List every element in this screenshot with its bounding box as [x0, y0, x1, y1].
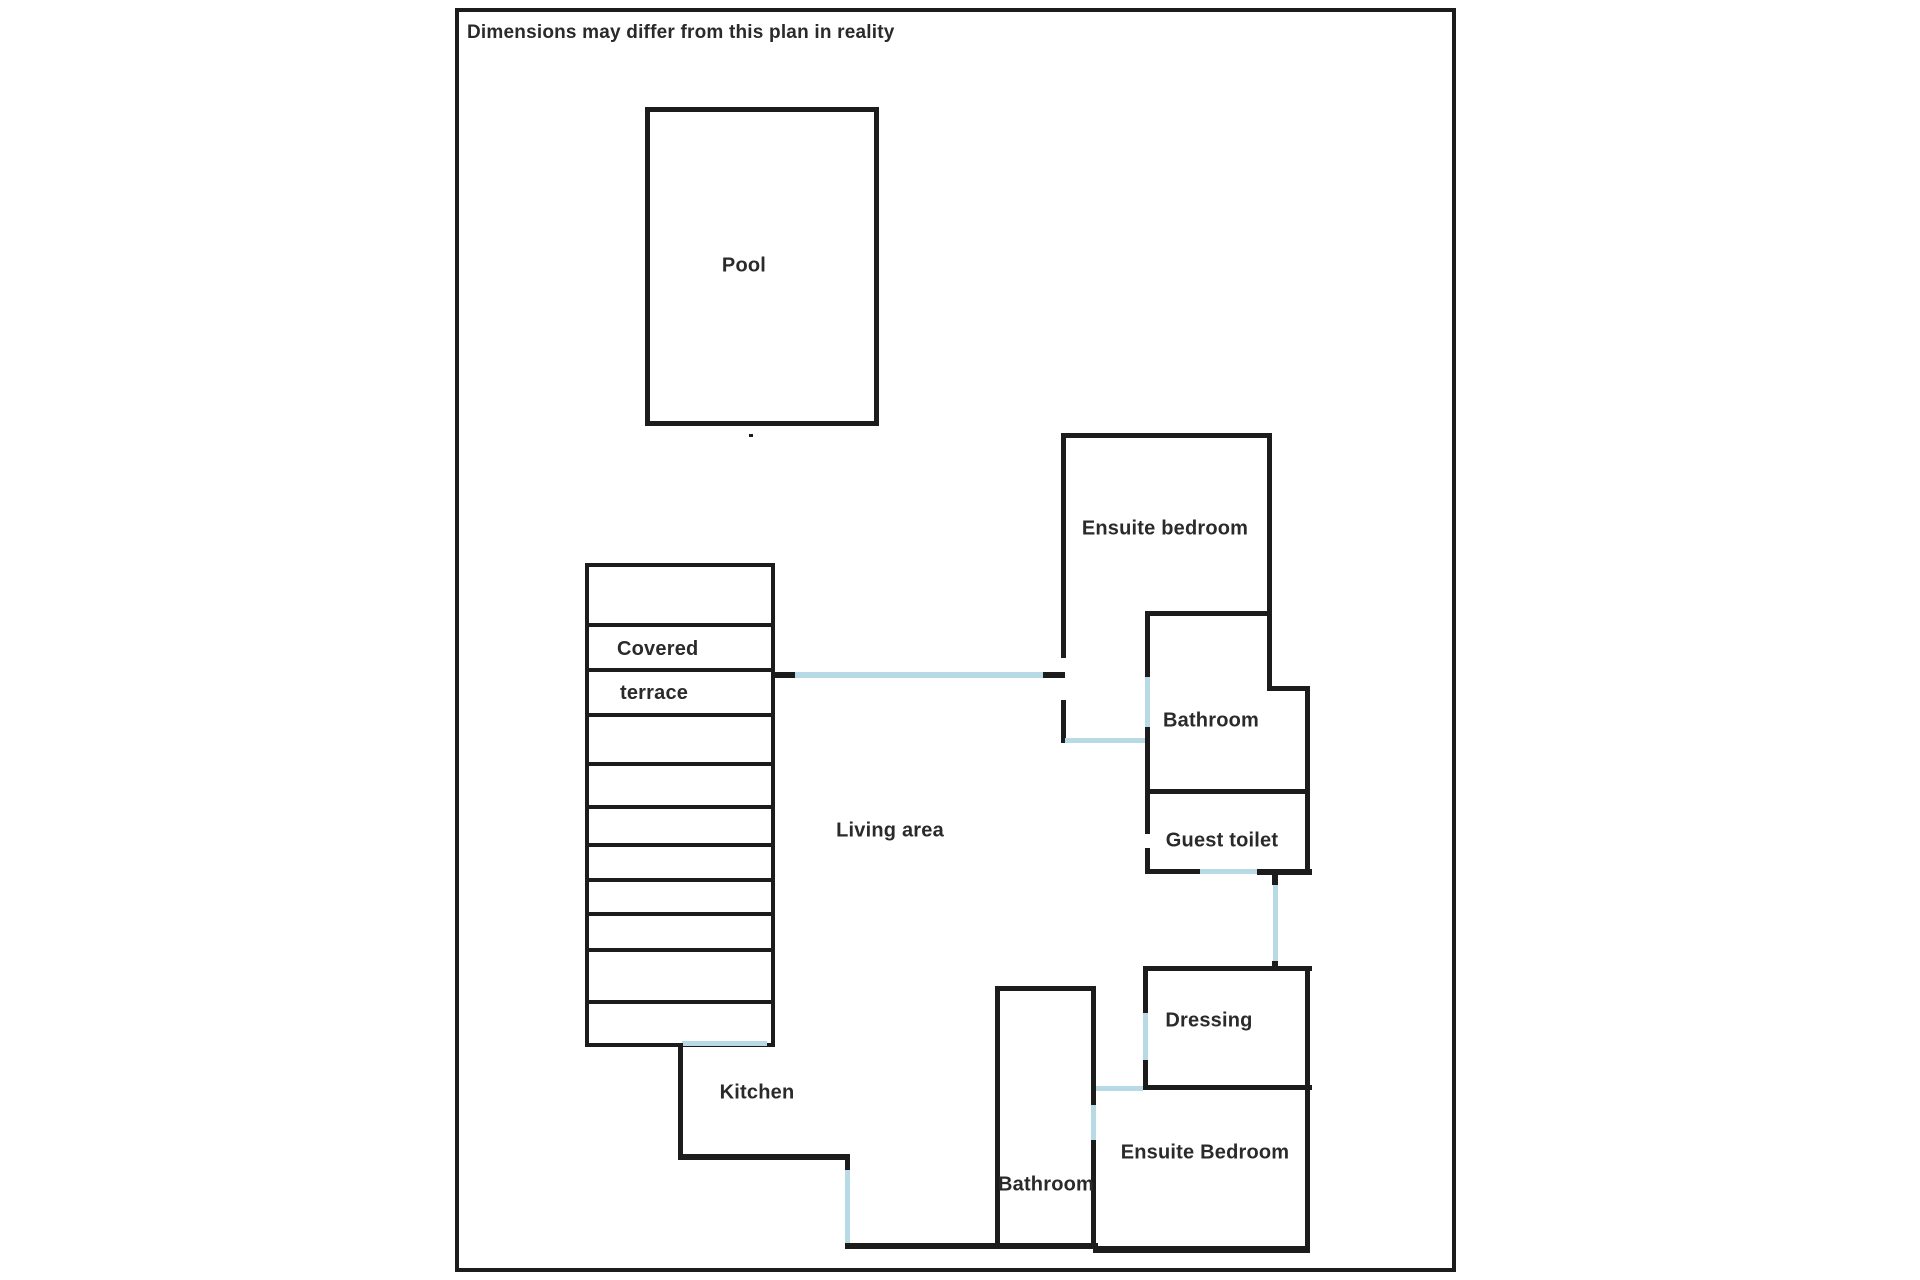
ensuite-bottom-bottom-wall — [1093, 1246, 1310, 1253]
guest-toilet-left-wall-lower — [1145, 848, 1150, 874]
ensuite-top-label: Ensuite bedroom — [1081, 517, 1249, 540]
disclaimer-text: Dimensions may differ from this plan in … — [467, 22, 895, 43]
dressing-bottom-wall — [1143, 1085, 1312, 1090]
ensuite-top-left-wall-upper — [1061, 433, 1066, 658]
corridor2-opening-vertical — [1273, 885, 1278, 963]
terrace-stripe — [589, 912, 771, 916]
bathroom-top-bottom-wall — [1145, 789, 1310, 794]
kitchen-door-opening — [845, 1170, 850, 1243]
ensuite-bottom-door-opening — [1091, 1105, 1096, 1140]
guest-toilet-right-wall — [1305, 794, 1310, 874]
kitchen-step-wall-tick — [845, 1154, 850, 1170]
bathroom-top-label: Bathroom — [1162, 709, 1260, 732]
dressing-left-wall-upper — [1143, 966, 1148, 1013]
bathroom-top-left-wall-upper — [1145, 611, 1150, 677]
terrace-stripe — [589, 948, 771, 952]
ensuite-top-right-wall — [1267, 433, 1272, 691]
corridor2-wall-tick-top — [1272, 874, 1278, 885]
bathroom-bottom-top-wall — [995, 986, 1096, 991]
bathroom-top-top-wall — [1145, 611, 1272, 616]
covered-terrace-label-line2: terrace — [620, 682, 689, 704]
terrace-stripe — [589, 843, 771, 847]
guest-toilet-left-wall-upper — [1145, 794, 1150, 834]
east-wing-right-wall — [1305, 966, 1310, 1253]
corridor-wall-tick-right — [1043, 672, 1065, 678]
bathroom-top-left-wall-lower — [1145, 727, 1150, 793]
dressing-top-wall — [1143, 966, 1312, 971]
kitchen-bottom-wall — [678, 1154, 850, 1160]
guest-toilet-door-opening — [1200, 869, 1257, 874]
bathroom-top-door-opening — [1145, 677, 1150, 727]
terrace-stripe — [589, 805, 771, 809]
guest-toilet-bottom-wall-right — [1257, 869, 1312, 875]
corridor-opening-horizontal — [795, 672, 1043, 678]
bathroom-bottom-right-wall — [1091, 986, 1096, 1087]
ensuite-top-top-wall — [1061, 433, 1272, 438]
ensuite-bottom-left-wall-upper — [1091, 1085, 1096, 1105]
terrace-window-opening — [682, 1041, 767, 1046]
corridor-wall-tick-left — [775, 672, 795, 678]
terrace-stripe — [589, 762, 771, 766]
ensuite-bottom-label: Ensuite Bedroom — [1120, 1141, 1290, 1164]
dressing-door-opening — [1143, 1013, 1148, 1060]
kitchen-left-wall — [678, 1043, 683, 1160]
pool-label: Pool — [721, 254, 767, 277]
covered-terrace-label-line1: Covered — [617, 638, 699, 660]
guest-toilet-bottom-wall-left — [1145, 869, 1200, 874]
bathroom-bottom-connector-opening — [1096, 1086, 1143, 1091]
ensuite-top-left-wall-lower — [1061, 700, 1066, 743]
house-bottom-wall-left — [845, 1243, 1098, 1249]
plan-outer-border — [455, 8, 1456, 1272]
terrace-stripe — [589, 713, 771, 717]
terrace-stripe — [589, 623, 771, 627]
dressing-left-wall-lower — [1143, 1060, 1148, 1090]
kitchen-label: Kitchen — [719, 1081, 795, 1104]
living-area-label: Living area — [836, 819, 944, 842]
corridor2-wall-tick-bottom — [1272, 961, 1278, 970]
ensuite-top-window-opening — [1065, 738, 1145, 743]
terrace-stripe — [589, 668, 771, 672]
bathroom-top-right-wall — [1305, 686, 1310, 794]
pool-marker-dot — [749, 434, 753, 437]
pool-area — [645, 107, 879, 426]
covered-terrace-area — [585, 563, 775, 1047]
guest-toilet-label: Guest toilet — [1165, 829, 1279, 852]
terrace-stripe — [589, 1000, 771, 1004]
ensuite-top-step-wall — [1267, 686, 1310, 691]
terrace-stripe — [589, 878, 771, 882]
bathroom-bottom-left-wall — [995, 986, 1000, 1248]
bathroom-bottom-label: Bathroom — [997, 1173, 1095, 1196]
dressing-label: Dressing — [1165, 1009, 1253, 1032]
ensuite-bottom-left-wall-lower — [1091, 1140, 1096, 1247]
